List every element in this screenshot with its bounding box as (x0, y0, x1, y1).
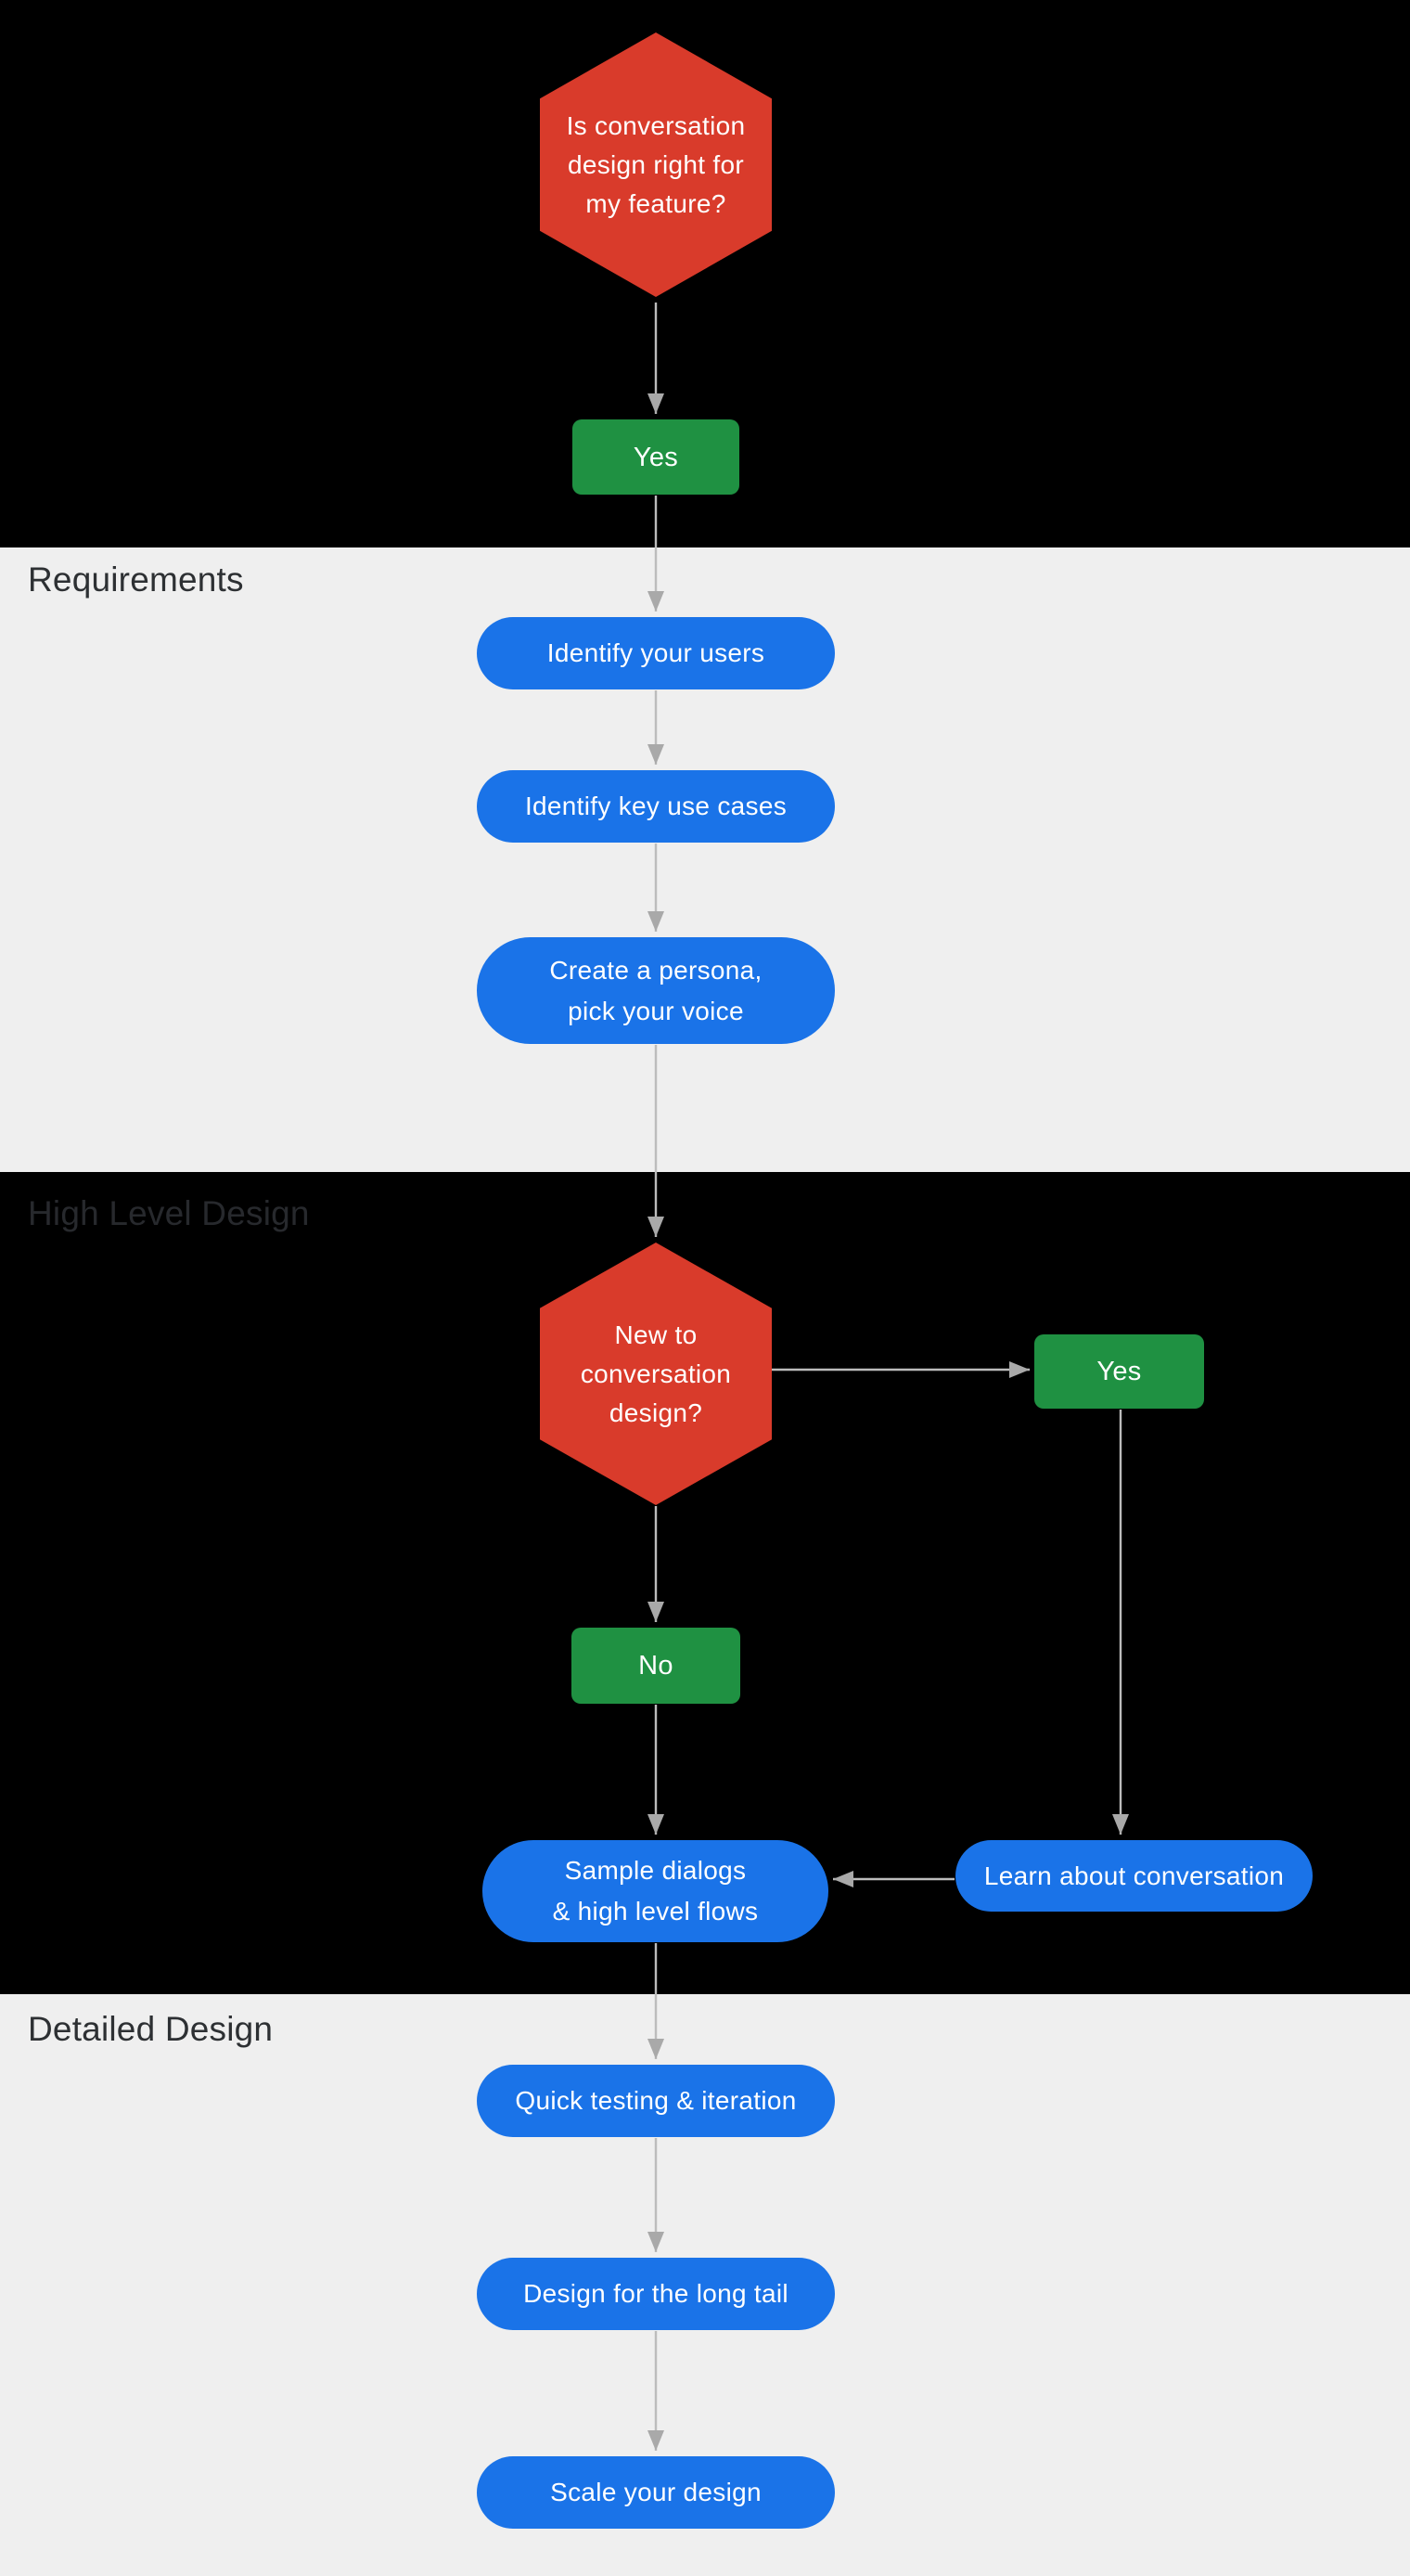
terminal-no-new: No (571, 1628, 740, 1704)
process-label: Learn about conversation (983, 1861, 1285, 1890)
decision-text-line: design right for (567, 149, 744, 179)
process-scale-your-design: Scale your design (477, 2456, 835, 2529)
process-text-line: & high level flows (552, 1897, 759, 1926)
process-learn-about-conversation: Learn about conversation (955, 1840, 1313, 1912)
section-label-detailed-design: Detailed Design (28, 2010, 274, 2048)
decision-is-conversation-design-right: Is conversation design right for my feat… (540, 32, 772, 297)
process-text-line: Sample dialogs (564, 1856, 747, 1885)
decision-text-line: design? (609, 1397, 703, 1427)
terminal-yes-new: Yes (1034, 1334, 1204, 1409)
process-label: Scale your design (550, 2478, 762, 2506)
terminal-yes-feature: Yes (572, 419, 739, 495)
decision-text-line: conversation (580, 1359, 732, 1388)
process-identify-key-use-cases: Identify key use cases (477, 770, 835, 843)
process-text-line: Create a persona, (549, 955, 763, 985)
terminal-label: No (638, 1651, 673, 1681)
decision-text-line: my feature? (585, 188, 726, 218)
process-sample-dialogs-high-level-flows: Sample dialogs & high level flows (482, 1840, 828, 1942)
process-identify-your-users: Identify your users (477, 617, 835, 689)
section-label-high-level-design: High Level Design (28, 1194, 310, 1232)
decision-text-line: New to (614, 1320, 698, 1349)
terminal-label: Yes (1096, 1357, 1142, 1386)
process-label: Quick testing & iteration (515, 2086, 797, 2115)
process-text-line: pick your voice (568, 996, 744, 1025)
process-label: Design for the long tail (523, 2279, 788, 2308)
terminal-label: Yes (633, 442, 679, 472)
process-label: Identify your users (546, 638, 765, 667)
decision-text-line: Is conversation (566, 110, 746, 140)
section-label-requirements: Requirements (28, 560, 244, 599)
process-create-persona-pick-voice: Create a persona, pick your voice (477, 937, 835, 1044)
process-design-for-long-tail: Design for the long tail (477, 2258, 835, 2330)
process-label: Identify key use cases (524, 792, 788, 820)
process-quick-testing-iteration: Quick testing & iteration (477, 2065, 835, 2137)
